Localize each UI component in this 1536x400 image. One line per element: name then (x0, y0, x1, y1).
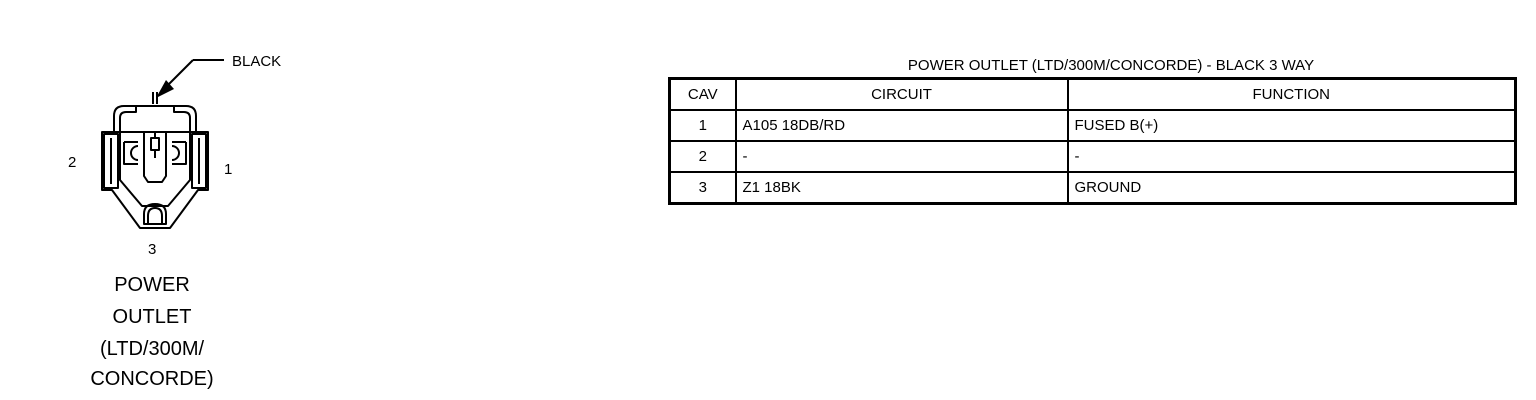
table-title: POWER OUTLET (LTD/300M/CONCORDE) - BLACK… (907, 57, 1315, 74)
pinout-table: CAV CIRCUIT FUNCTION 1 A105 18DB/RD FUSE… (668, 77, 1517, 205)
caption-line-4: CONCORDE) (90, 368, 213, 390)
connector-diagram: BLACK 1 2 3 POWER OUTLET (68, 53, 281, 390)
table-row: 1 A105 18DB/RD FUSED B(+) (668, 109, 1517, 142)
circuit-cell: - (734, 140, 1069, 173)
table-row: 2 - - (668, 140, 1517, 173)
table-row: 3 Z1 18BK GROUND (668, 171, 1517, 205)
leader-arrowhead (156, 80, 174, 98)
wire-color-label: BLACK (232, 53, 281, 70)
circuit-cell: A105 18DB/RD (734, 109, 1069, 142)
connector-body (101, 92, 209, 229)
header-circuit: CIRCUIT (734, 77, 1069, 111)
cav-cell: 3 (668, 171, 737, 205)
cav-cell: 2 (668, 140, 737, 173)
black-wire-leader (164, 59, 224, 89)
header-cav: CAV (668, 77, 737, 111)
caption-line-3: (LTD/300M/ (100, 338, 205, 360)
header-function: FUNCTION (1066, 77, 1517, 111)
function-cell: FUSED B(+) (1066, 109, 1517, 142)
caption-line-2: OUTLET (113, 306, 192, 328)
pinout-table-block: POWER OUTLET (LTD/300M/CONCORDE) - BLACK… (668, 55, 1517, 205)
function-cell: - (1066, 140, 1517, 173)
circuit-cell: Z1 18BK (734, 171, 1069, 205)
cav-cell: 1 (668, 109, 737, 142)
pin-label-3: 3 (148, 241, 156, 258)
pin-label-1: 1 (224, 161, 232, 178)
caption-line-1: POWER (114, 274, 190, 296)
pin-label-2: 2 (68, 154, 76, 171)
function-cell: GROUND (1066, 171, 1517, 205)
figure-caption: POWER OUTLET (LTD/300M/ CONCORDE) (90, 274, 213, 390)
table-header-row: CAV CIRCUIT FUNCTION (668, 77, 1517, 111)
